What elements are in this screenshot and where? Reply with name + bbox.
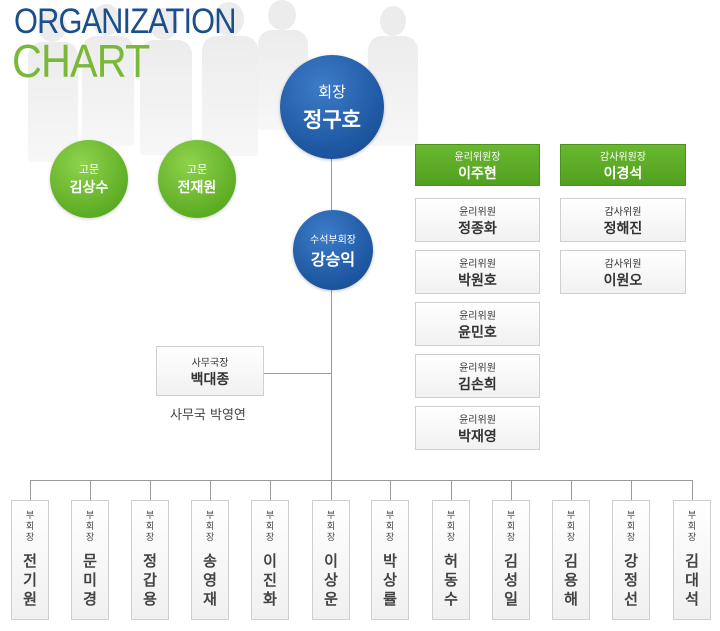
member-name: 박재영 — [458, 428, 497, 445]
vice-president-box: 부회장 강정선 — [612, 500, 650, 620]
member-name: 김손희 — [458, 376, 497, 393]
audit-member-box: 감사위원 이원오 — [560, 250, 686, 294]
audit-head-role: 감사위원장 — [600, 151, 646, 163]
member-role: 윤리위원 — [459, 362, 496, 374]
secretariat-staff: 사무국 박영연 — [170, 408, 246, 423]
vp-name: 이상운 — [324, 552, 338, 608]
vice-president-box: 부회장 허동수 — [432, 500, 470, 620]
vice-president-box: 부회장 정갑용 — [131, 500, 169, 620]
vp-name: 김용해 — [564, 552, 578, 608]
vp-name: 강정선 — [624, 552, 638, 608]
member-name: 정해진 — [603, 220, 643, 237]
ethics-member-box: 윤리위원 박원호 — [415, 250, 540, 294]
member-role: 윤리위원 — [459, 206, 496, 218]
ethics-member-box: 윤리위원 박재영 — [415, 406, 540, 450]
chairman-role: 회장 — [318, 82, 346, 101]
advisor-role: 고문 — [78, 163, 100, 176]
vp-name: 전기원 — [23, 552, 37, 608]
vp-role: 부회장 — [626, 511, 636, 543]
advisor-node: 고문 김상수 — [50, 140, 128, 218]
vp-role: 부회장 — [687, 511, 697, 543]
member-name: 박원호 — [458, 272, 497, 289]
audit-head-box: 감사위원장 이경석 — [560, 144, 686, 186]
secretary-general-name: 백대종 — [190, 371, 230, 388]
vp-role: 부회장 — [506, 511, 516, 543]
vice-president-box: 부회장 박상률 — [371, 500, 409, 620]
vice-president-box: 부회장 전기원 — [11, 500, 49, 620]
vp-role: 부회장 — [566, 511, 576, 543]
vice-president-box: 부회장 문미경 — [71, 500, 109, 620]
vp-name: 김성일 — [504, 552, 518, 608]
ethics-head-box: 윤리위원장 이주현 — [415, 144, 540, 186]
member-role: 윤리위원 — [459, 414, 496, 426]
vp-name: 허동수 — [444, 552, 458, 608]
member-role: 윤리위원 — [459, 310, 496, 322]
ethics-member-box: 윤리위원 김손희 — [415, 354, 540, 398]
vice-president-box: 부회장 김용해 — [552, 500, 590, 620]
ethics-member-box: 윤리위원 윤민호 — [415, 302, 540, 346]
vp-role: 부회장 — [326, 511, 336, 543]
vp-role: 부회장 — [85, 511, 95, 543]
advisor-name: 김상수 — [69, 180, 109, 196]
title-organization: ORGANIZATION — [14, 2, 236, 41]
advisor-name: 전재원 — [177, 180, 217, 196]
advisor-node: 고문 전재원 — [158, 140, 236, 218]
member-name: 정종화 — [458, 220, 497, 237]
vp-role: 부회장 — [145, 511, 155, 543]
ethics-member-box: 윤리위원 정종화 — [415, 198, 540, 242]
vice-president-box: 부회장 이상운 — [312, 500, 350, 620]
audit-member-box: 감사위원 정해진 — [560, 198, 686, 242]
vp-name: 박상률 — [383, 552, 397, 608]
secretary-general-role: 사무국장 — [191, 357, 229, 369]
vice-president-box: 부회장 김성일 — [492, 500, 530, 620]
chairman-name: 정구호 — [303, 107, 361, 132]
vice-president-box: 부회장 송영재 — [191, 500, 229, 620]
secretary-general-box: 사무국장 백대종 — [156, 346, 264, 396]
vp-role: 부회장 — [205, 511, 215, 543]
member-role: 윤리위원 — [459, 258, 496, 270]
vice-president-box: 부회장 이진화 — [251, 500, 289, 620]
ethics-head-name: 이주현 — [458, 165, 497, 182]
vp-name: 김대석 — [685, 552, 699, 608]
member-name: 윤민호 — [458, 324, 497, 341]
vp-name: 정갑용 — [143, 552, 157, 608]
vp-name: 이진화 — [263, 552, 277, 608]
vp-role: 부회장 — [25, 511, 35, 543]
vice-president-box: 부회장 김대석 — [673, 500, 711, 620]
audit-head-name: 이경석 — [603, 165, 643, 182]
vp-role: 부회장 — [265, 511, 275, 543]
vice-chairman-role: 수석부회장 — [310, 234, 356, 246]
member-name: 이원오 — [603, 272, 643, 289]
vp-role: 부회장 — [385, 511, 395, 543]
vp-role: 부회장 — [446, 511, 456, 543]
vp-name: 송영재 — [203, 552, 217, 608]
member-role: 감사위원 — [604, 258, 642, 270]
vp-name: 문미경 — [83, 552, 97, 608]
member-role: 감사위원 — [604, 206, 642, 218]
ethics-head-role: 윤리위원장 — [454, 151, 501, 163]
chairman-node: 회장 정구호 — [280, 55, 384, 159]
advisor-role: 고문 — [186, 163, 208, 176]
vice-chairman-name: 강승익 — [310, 249, 356, 269]
title-chart: CHART — [12, 35, 150, 87]
vice-chairman-node: 수석부회장 강승익 — [293, 210, 373, 290]
